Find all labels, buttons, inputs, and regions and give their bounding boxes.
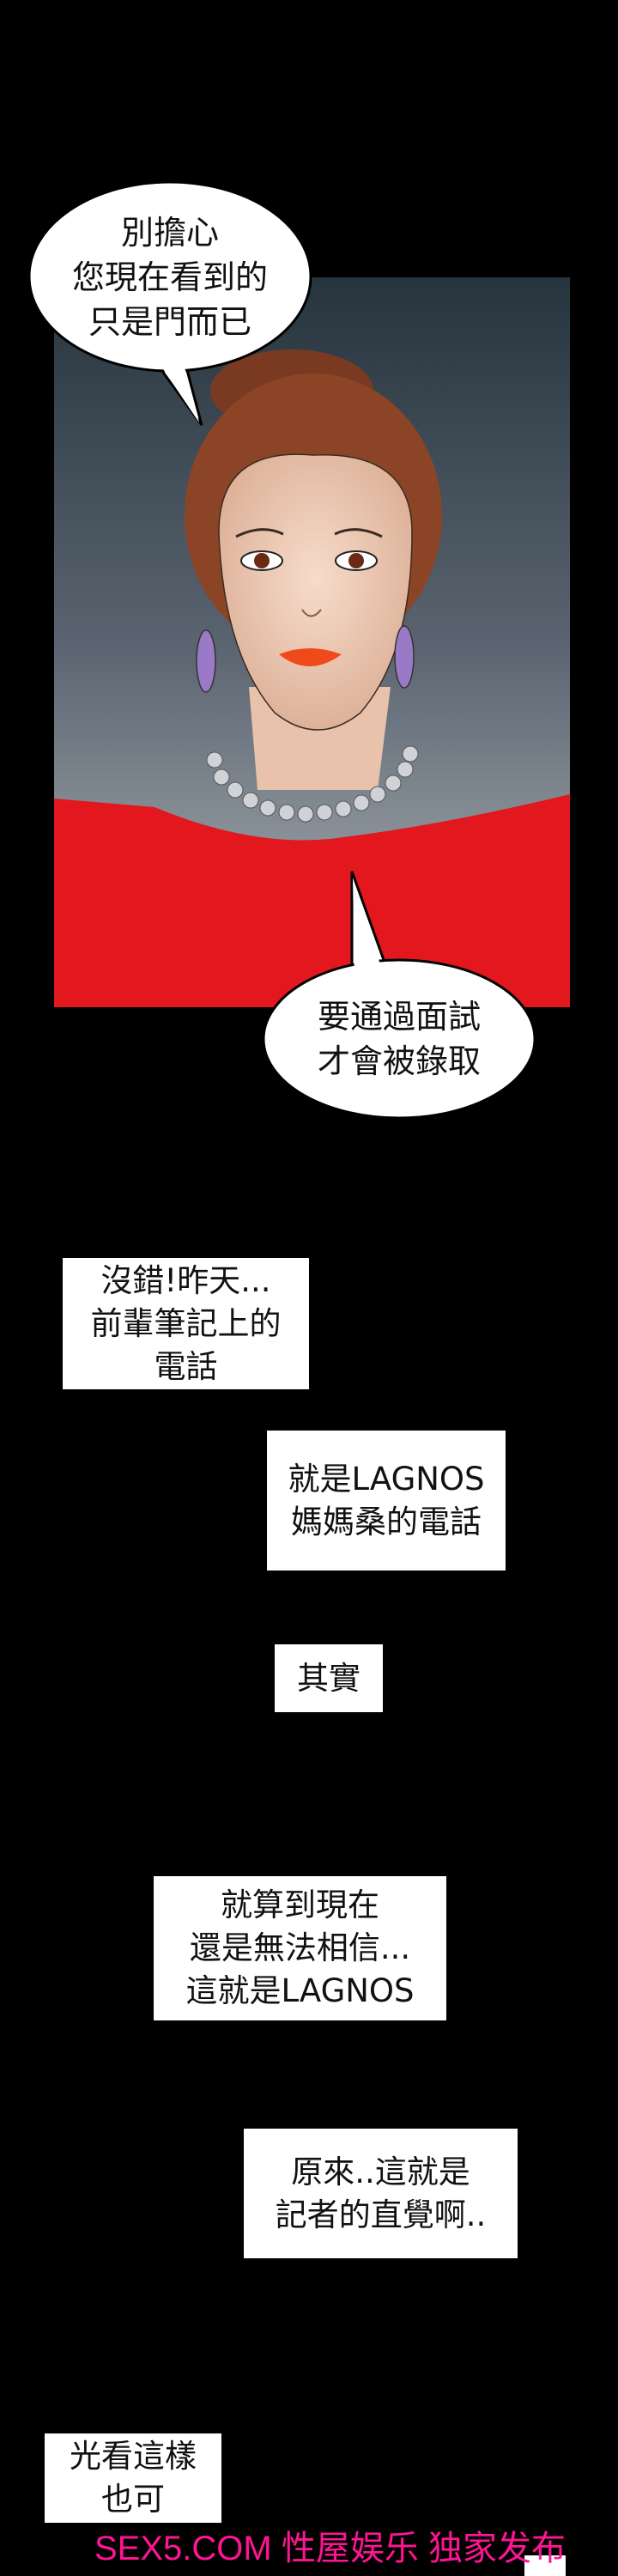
bubble-line: 別擔心 (120, 214, 219, 252)
earring-right (394, 625, 415, 689)
caption-line: 記者的直覺啊.. (275, 2196, 487, 2233)
bubble-line: 您現在看到的 (71, 258, 268, 296)
speech-bubble-top (27, 180, 312, 426)
caption-line: 原來..這就是 (291, 2153, 470, 2190)
caption-box-3: 其實 (275, 1644, 383, 1712)
watermark: SEX5.COM 性屋娱乐 独家发布 (94, 2524, 566, 2576)
caption-box-1: 沒錯!昨天... 前輩筆記上的 電話 (63, 1258, 309, 1389)
nose (301, 609, 322, 617)
caption-line: 還是無法相信... (189, 1929, 411, 1966)
caption-box-7 (524, 2555, 566, 2576)
speech-bubble-bottom (262, 871, 536, 1120)
caption-line: 這就是LAGNOS (185, 1972, 415, 2009)
caption-line: 也可 (101, 2481, 165, 2518)
bubble-bottom-text: 要通過面試 才會被錄取 (266, 994, 532, 1084)
caption-box-4: 就算到現在 還是無法相信... 這就是LAGNOS (154, 1876, 446, 2020)
caption-line: 就算到現在 (221, 1886, 379, 1923)
caption-line: 沒錯!昨天... (100, 1261, 271, 1299)
caption-line: 就是LAGNOS (288, 1460, 485, 1498)
pearl-necklace (206, 745, 419, 823)
caption-box-2: 就是LAGNOS 媽媽桑的電話 (267, 1431, 506, 1571)
caption-line: 其實 (297, 1659, 360, 1697)
comic-panel-art (27, 180, 570, 1120)
caption-line: 光看這樣 (70, 2438, 197, 2475)
caption-line: 前輩筆記上的 (90, 1304, 282, 1342)
caption-box-6: 光看這樣 也可 (45, 2433, 221, 2523)
bubble-top-text: 別擔心 您現在看到的 只是門而已 (34, 210, 306, 344)
red-dress (54, 794, 570, 1007)
caption-line: 媽媽桑的電話 (291, 1503, 482, 1540)
bubble-line: 才會被錄取 (317, 1042, 481, 1080)
caption-line: 電話 (154, 1347, 218, 1385)
bubble-line: 只是門而已 (88, 303, 251, 341)
caption-box-5: 原來..這就是 記者的直覺啊.. (244, 2129, 518, 2258)
eyes (235, 528, 383, 571)
lips (279, 648, 342, 666)
bubble-line: 要通過面試 (317, 998, 481, 1036)
earring-left (196, 629, 216, 693)
